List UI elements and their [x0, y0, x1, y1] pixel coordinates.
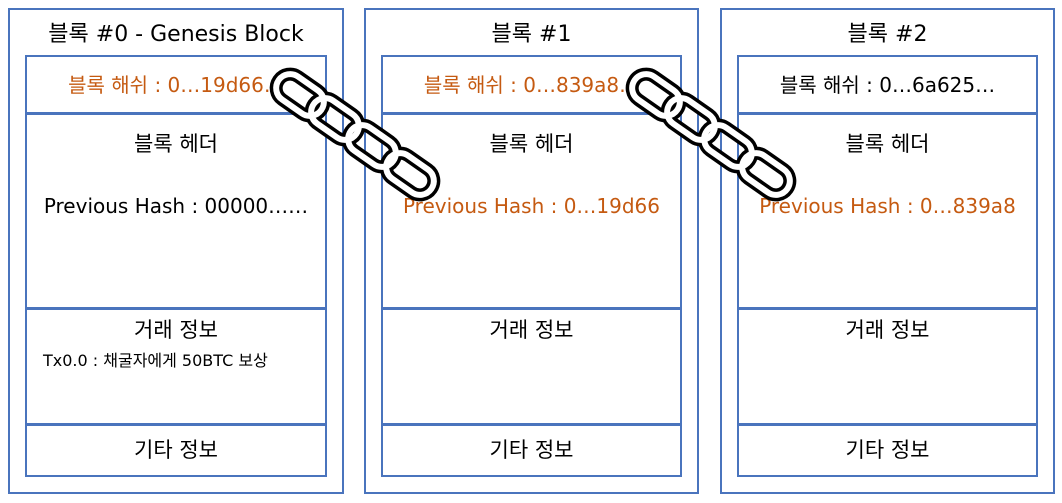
- block-header-title: 블록 헤더: [134, 132, 218, 156]
- block-hash-section: 블록 해쉬 : 0…6a625…: [739, 57, 1036, 115]
- block-header-section: 블록 헤더 Previous Hash : 00000……: [27, 115, 325, 310]
- block-body: 블록 해쉬 : 0…839a8… 블록 헤더 Previous Hash : 0…: [381, 55, 682, 477]
- etc-title: 기타 정보: [489, 438, 574, 462]
- etc-section: 기타 정보: [739, 426, 1036, 475]
- previous-hash: Previous Hash : 00000……: [43, 194, 309, 218]
- etc-title: 기타 정보: [134, 438, 218, 462]
- block-hash-section: 블록 해쉬 : 0…839a8…: [383, 57, 680, 115]
- block-1: 블록 #1 블록 해쉬 : 0…839a8… 블록 헤더 Previous Ha…: [364, 8, 699, 494]
- block-title: 블록 #0 - Genesis Block: [48, 22, 304, 47]
- block-hash-section: 블록 해쉬 : 0…19d66…: [27, 57, 325, 115]
- block-hash: 블록 해쉬 : 0…19d66…: [68, 73, 284, 97]
- block-body: 블록 해쉬 : 0…6a625… 블록 헤더 Previous Hash : 0…: [737, 55, 1038, 477]
- transaction-title: 거래 정보: [134, 318, 218, 342]
- block-header-section: 블록 헤더 Previous Hash : 0…839a8: [739, 115, 1036, 310]
- transaction-section: 거래 정보: [739, 310, 1036, 426]
- transaction-title: 거래 정보: [489, 318, 574, 342]
- transaction-title: 거래 정보: [845, 318, 930, 342]
- block-hash: 블록 해쉬 : 0…839a8…: [423, 73, 640, 97]
- block-title: 블록 #2: [847, 22, 928, 47]
- block-body: 블록 해쉬 : 0…19d66… 블록 헤더 Previous Hash : 0…: [25, 55, 327, 477]
- etc-section: 기타 정보: [27, 426, 325, 475]
- block-hash: 블록 해쉬 : 0…6a625…: [779, 73, 996, 97]
- etc-title: 기타 정보: [845, 438, 930, 462]
- block-header-title: 블록 헤더: [845, 132, 930, 156]
- block-header-title: 블록 헤더: [489, 132, 574, 156]
- etc-section: 기타 정보: [383, 426, 680, 475]
- block-2: 블록 #2 블록 해쉬 : 0…6a625… 블록 헤더 Previous Ha…: [720, 8, 1055, 494]
- previous-hash: Previous Hash : 0…19d66: [402, 194, 661, 218]
- previous-hash: Previous Hash : 0…839a8: [759, 194, 1016, 218]
- block-0: 블록 #0 - Genesis Block 블록 해쉬 : 0…19d66… 블…: [8, 8, 344, 494]
- transaction-section: 거래 정보 Tx0.0 : 채굴자에게 50BTC 보상: [27, 310, 325, 426]
- transaction-section: 거래 정보: [383, 310, 680, 426]
- block-title: 블록 #1: [491, 22, 572, 47]
- transaction-detail: Tx0.0 : 채굴자에게 50BTC 보상: [43, 351, 268, 370]
- block-header-section: 블록 헤더 Previous Hash : 0…19d66: [383, 115, 680, 310]
